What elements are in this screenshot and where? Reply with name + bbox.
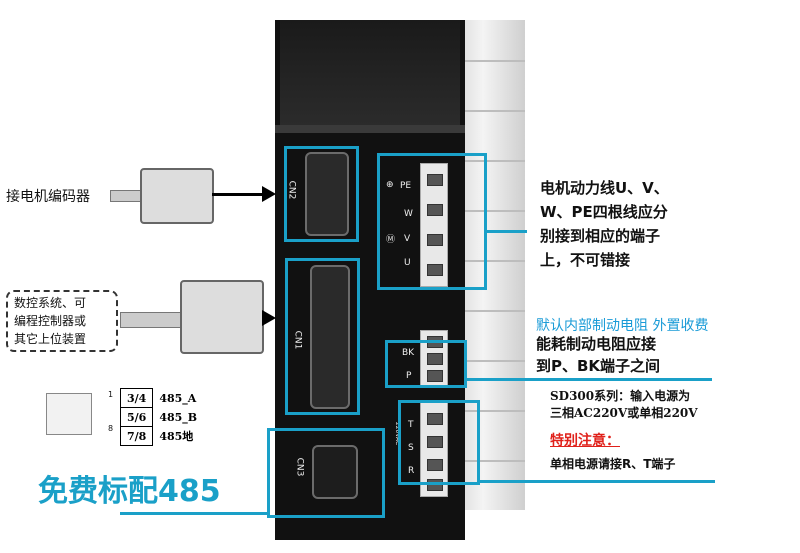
cn3-rj45-port [312,445,358,499]
power-note-line1: SD300系列：输入电源为 [550,389,691,403]
motor-note-line4: 上，不可错接 [540,251,631,269]
motor-power-note: 电机动力线U、V、 W、PE四根线应分 别接到相应的端子 上，不可错接 [540,176,669,272]
terminal-pe-label: PE [400,181,412,191]
free-485-label: 免费标配485 [38,474,221,509]
terminal-u-label: U [404,258,411,268]
motor-note-line3: 别接到相应的端子 [540,227,661,245]
terminal-p-label: P [406,371,412,381]
pin-cell: 3/4 [119,388,154,408]
table-row: 3/4 485_A [119,388,204,408]
motor-icon: Ⓜ [386,235,396,245]
power-terminal-highlight [398,400,480,485]
rj45-connector-icon [46,393,92,435]
brake-default-note: 默认内部制动电阻 外置收费 [536,318,709,334]
encoder-arrow [212,193,267,196]
controller-label-line2: 编程控制器或 [14,314,87,328]
terminal-t-label: T [408,420,414,430]
brake-note-line1: 能耗制动电阻应接 [536,335,657,353]
controller-label-line3: 其它上位装置 [14,332,87,346]
heatsink [455,20,525,510]
brake-note: 能耗制动电阻应接 到P、BK端子之间 [536,333,660,377]
brake-terminal-highlight [385,340,467,388]
motor-note-line2: W、PE四根线应分 [540,203,668,221]
pin-cell: 7/8 [119,426,154,446]
pin-number-8: 8 [108,424,114,433]
controller-label-line1: 数控系统、可 [14,296,87,310]
pin-number-1: 1 [108,390,114,399]
terminal-v-label: V [404,234,411,244]
cn1-port [310,265,350,409]
power-input-note: SD300系列：输入电源为 三相AC220V或单相220V [550,388,698,422]
table-row: 5/6 485_B [119,407,204,427]
special-note-label: 特别注意： [550,433,620,449]
controller-cable [120,312,187,328]
terminal-r-label: R [408,466,415,476]
terminal-bk-label: BK [402,348,415,358]
brake-connector-line [467,378,712,381]
terminal-s-label: S [408,443,414,453]
motor-terminal-highlight [377,153,487,290]
power-note-line2: 三相AC220V或单相220V [550,406,698,420]
cn1-highlight [285,258,360,415]
cn3-highlight [267,428,385,518]
encoder-db-plug [140,168,214,224]
pin-cell: 5/6 [119,407,154,427]
controller-arrowhead-icon [262,310,276,326]
motor-connector-line [487,230,527,233]
terminal-w-label: W [404,209,413,219]
encoder-arrowhead-icon [262,186,276,202]
motor-terminal-block [420,163,448,287]
rj45-pin-table: 3/4 485_A 5/6 485_B 7/8 485地 [119,388,204,446]
drive-top-panel [280,20,460,125]
power-connector-line [480,480,715,483]
signal-cell: 485_B [159,410,198,424]
brake-note-line2: 到P、BK端子之间 [536,357,661,375]
drive-stripe [275,125,465,133]
free-485-underline [120,512,270,515]
encoder-label: 接电机编码器 [6,189,90,205]
cn2-highlight [284,146,359,242]
motor-note-line1: 电机动力线U、V、 [540,179,669,197]
pe-ground-icon: ⊕ [386,180,394,190]
table-row: 7/8 485地 [119,426,204,446]
signal-cell: 485地 [159,430,194,443]
signal-cell: 485_A [159,391,197,405]
cn2-port [305,152,349,236]
single-phase-note: 单相电源请接R、T端子 [550,457,676,471]
controller-box: 数控系统、可 编程控制器或 其它上位装置 [6,290,118,352]
controller-db-plug [180,280,264,354]
